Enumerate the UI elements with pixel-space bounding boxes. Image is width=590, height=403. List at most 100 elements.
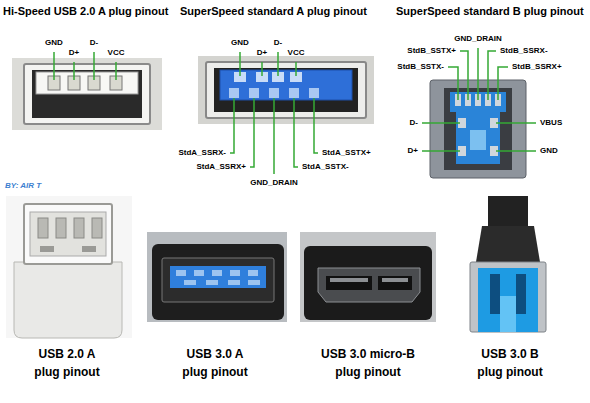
usb3-b-plug-photo [488,196,528,226]
usb3-a-plug-photo [228,280,240,285]
label-slot: StdB_SSTX- [397,62,444,72]
pin-label: GND [540,146,558,156]
usb3-b-plug-photo [500,296,516,332]
pin-label: StdA_SSRX+ [196,162,246,172]
label-slot: SuperSpeed standard A plug pinout [180,4,367,18]
label-slot: Hi-Speed USB 2.0 A plug pinout [3,4,168,18]
label-slot: StdA_SSTX- [302,162,349,172]
pin-label: D- [410,118,418,128]
micro-b-plug-photo [326,276,372,290]
label-slot: VCC [288,48,305,58]
usb2-a-photo [32,70,142,118]
label-slot: GND_DRAIN [454,34,502,44]
micro-b-plug-photo [382,278,408,282]
label-slot: StdB_SSRX- [500,46,548,56]
section-title: Hi-Speed USB 2.0 A plug pinout [3,4,168,18]
ss-a-photo [206,62,366,118]
leader-line [448,67,458,100]
pin-label: D+ [69,48,79,58]
leader-line [496,150,536,152]
usb3-a-plug-photo [176,270,186,276]
label-slot: StdA_SSRX- [178,148,226,158]
leader-line [115,62,117,80]
leader-line [53,52,55,80]
pin-label: StdB_SSRX- [500,46,548,56]
label-slot: BY: AIR T [5,181,41,191]
label-slot: D- [274,38,282,48]
leader-line [488,51,496,100]
photo-caption: USB 3.0 micro-B plug pinout [312,345,424,381]
usb3-b-plug-photo [470,196,546,332]
pin-label: GND_DRAIN [454,34,502,44]
pin-label: StdA_SSTX+ [322,148,371,158]
label-slot: StdB_SSRX+ [512,62,562,72]
usb2-a-photo [12,58,162,130]
pin-label: StdB_SSTX- [397,62,444,72]
leader-line [496,122,536,124]
usb2-a-photo [36,72,138,94]
watermark: BY: AIR T [5,181,41,191]
usb3-a-plug-photo [248,280,260,285]
usb3-a-plug-photo [147,232,287,322]
usb3-b-plug-photo [476,226,540,262]
leader-line [273,98,275,174]
pin-label: D- [274,38,282,48]
usb2-a-plug-photo [30,212,106,256]
leader-line [422,150,460,152]
label-slot: StdA_SSTX+ [322,148,371,158]
leader-line [422,122,460,124]
usb3-b-plug-photo [516,274,526,314]
label-slot: USB 2.0 A plug pinout [25,345,109,381]
usb2-a-plug-photo [6,196,132,338]
photo-caption: USB 2.0 A plug pinout [25,345,109,381]
micro-b-plug-photo [330,278,368,282]
ss-a-photo [229,88,239,98]
pin-label: GND [231,38,249,48]
leader-line [314,98,318,153]
usb2-a-plug-photo [74,218,84,238]
label-slot: GND_DRAIN [250,178,298,188]
leader-line [54,48,536,174]
ss-a-photo [309,88,319,98]
usb3-a-plug-photo [206,280,218,285]
usb2-a-plug-photo [6,196,132,338]
usb2-a-plug-photo [14,262,122,338]
usb3-b-plug-photo [490,274,500,314]
pin-label: GND_DRAIN [250,178,298,188]
label-slot: D+ [69,48,79,58]
ss-b-photo [470,130,486,150]
leader-line [73,62,75,80]
usb3-b-plug-photo [470,262,546,332]
usb2-a-plug-photo [24,204,112,264]
usb3-a-plug-photo [170,266,266,288]
label-slot: D+ [408,146,418,156]
usb3-a-plug-photo [194,270,204,276]
ss-a-photo [269,88,279,98]
usb2-a-plug-photo [38,218,48,238]
label-slot: USB 3.0 A plug pinout [173,345,257,381]
micro-b-plug-photo [300,232,436,322]
leader-line [477,48,479,100]
section-title: SuperSpeed standard A plug pinout [180,4,367,18]
photo-caption: USB 3.0 A plug pinout [173,345,257,381]
ss-a-photo [289,88,299,98]
pin-label: GND [45,38,63,48]
label-slot: D+ [257,48,267,58]
leader-line [277,52,279,76]
leader-line [230,98,234,153]
label-slot: StdA_SSRX+ [196,162,246,172]
leader-line [250,98,254,167]
pin-label: VCC [108,48,125,58]
leader-line [460,51,468,100]
usb3-a-plug-photo [147,232,287,322]
micro-b-plug-photo [378,276,412,290]
pin-label: VBUS [540,118,562,128]
pin-label: StdB_SSTX+ [407,46,456,56]
usb2-a-photo [12,58,162,130]
label-slot: GND [231,38,249,48]
usb2-a-plug-photo [92,218,102,238]
usb2-a-plug-photo [56,218,66,238]
